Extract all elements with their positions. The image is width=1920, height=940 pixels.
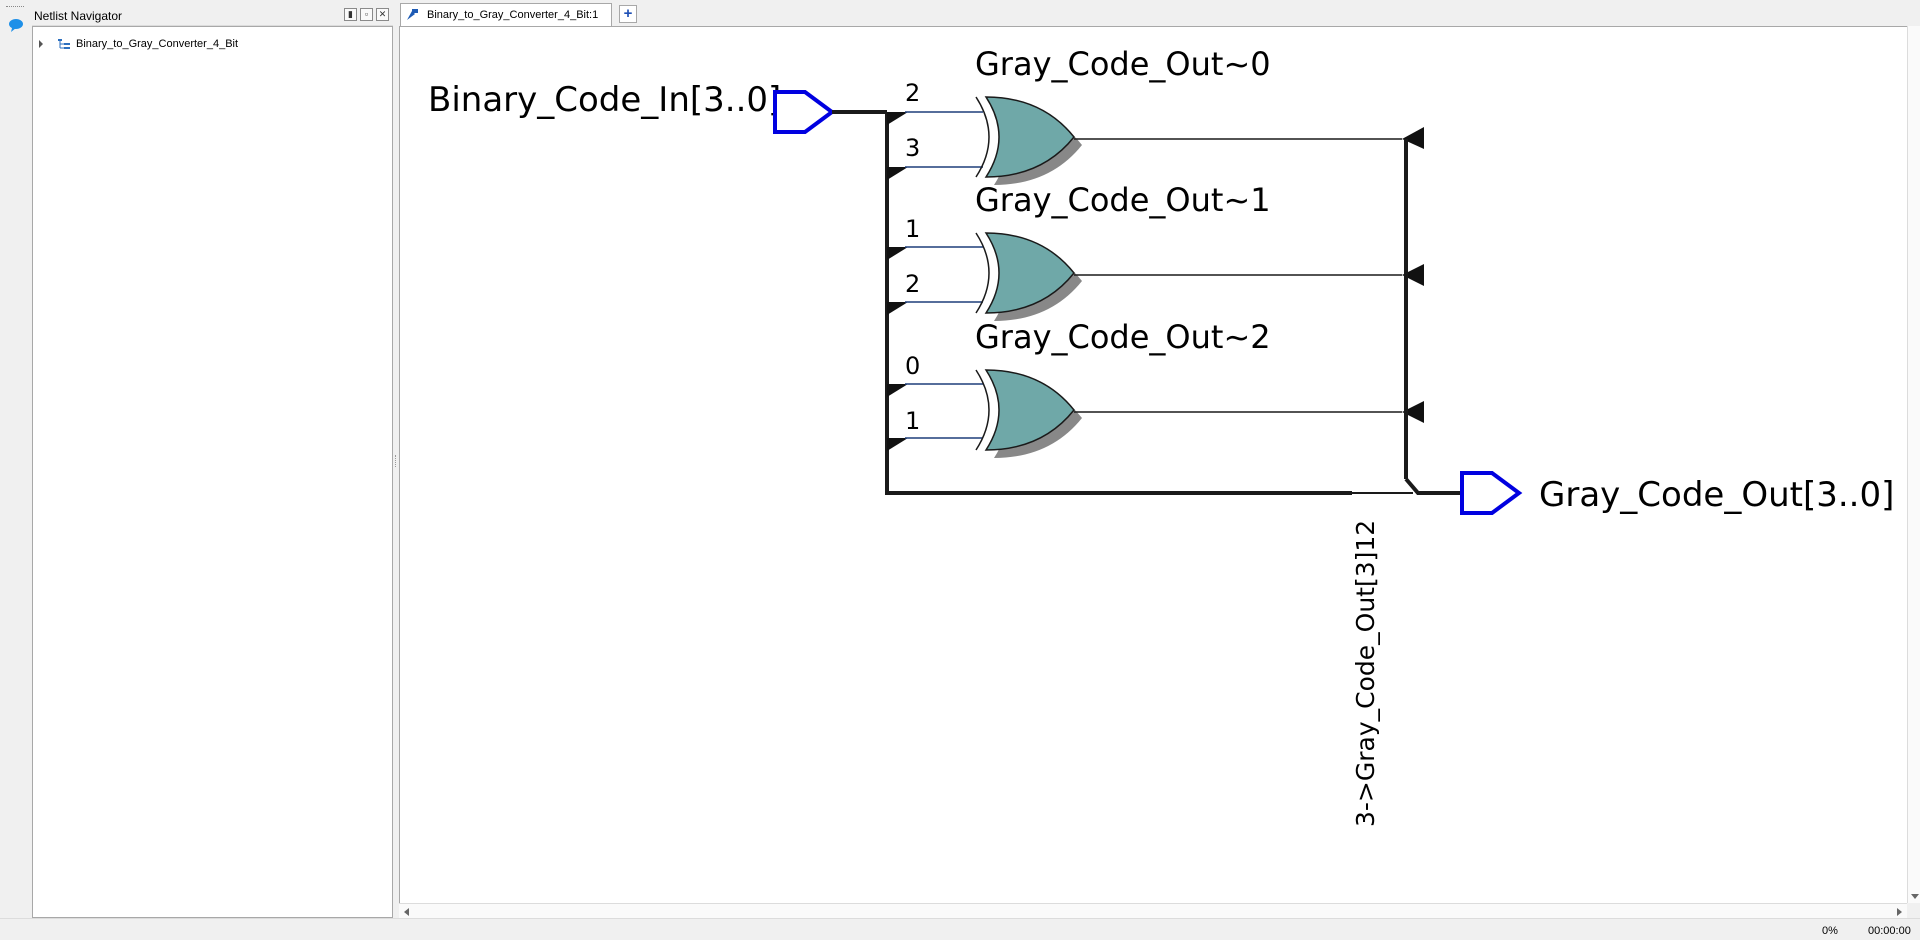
xor-curve xyxy=(975,96,990,178)
chat-bubble-icon[interactable] xyxy=(8,18,24,32)
vertical-scrollbar[interactable] xyxy=(1907,26,1920,903)
status-elapsed-time: 00:00:00 xyxy=(1868,925,1911,937)
pin-number: 3 xyxy=(905,134,920,162)
pin-number: 1 xyxy=(905,215,920,243)
pin-number: 2 xyxy=(905,79,920,107)
gate-label-2: Gray_Code_Out~2 xyxy=(975,318,1271,356)
close-icon[interactable]: ✕ xyxy=(376,8,389,21)
tree-item-label: Binary_to_Gray_Converter_4_Bit xyxy=(76,38,239,50)
ripper-marker xyxy=(887,302,908,315)
gate-body xyxy=(984,369,1075,451)
ripper-marker xyxy=(887,167,908,180)
panel-title: Netlist Navigator xyxy=(34,9,123,23)
float-icon[interactable]: ▫ xyxy=(360,8,373,21)
merge-marker xyxy=(1402,127,1424,149)
panel-header: Netlist Navigator ▮ ▫ ✕ xyxy=(32,4,393,26)
netlist-navigator-panel: Netlist Navigator ▮ ▫ ✕ Binary_to_Gray_C… xyxy=(32,4,393,918)
input-port-label: Binary_Code_In[3..0] xyxy=(428,80,781,120)
input-port-symbol[interactable] xyxy=(773,90,836,134)
scroll-down-arrow-icon[interactable] xyxy=(1911,894,1919,899)
horizontal-scrollbar[interactable] xyxy=(399,903,1907,918)
xor-curve xyxy=(975,369,990,451)
tab-label: Binary_to_Gray_Converter_4_Bit:1 xyxy=(427,9,599,21)
bus-label: 3->Gray_Code_Out[3]12 xyxy=(1351,520,1380,827)
tab-schematic[interactable]: Binary_to_Gray_Converter_4_Bit:1 xyxy=(400,3,612,26)
gate-body xyxy=(984,232,1075,314)
scroll-right-arrow-icon[interactable] xyxy=(1897,908,1902,916)
ripper-marker xyxy=(887,438,908,451)
status-progress: 0% xyxy=(1822,925,1838,937)
xor-gate-0[interactable]: Gray_Code_Out~0 2 3 xyxy=(905,45,1402,185)
bus-rippers xyxy=(887,112,908,451)
pin-number: 2 xyxy=(905,270,920,298)
xor-gate-1[interactable]: Gray_Code_Out~1 1 2 xyxy=(905,181,1402,321)
pin-number: 1 xyxy=(905,407,920,435)
gate-label-1: Gray_Code_Out~1 xyxy=(975,181,1271,219)
rtl-viewer-icon xyxy=(407,9,418,20)
pin-number: 0 xyxy=(905,352,920,380)
add-tab-button[interactable]: + xyxy=(619,5,637,23)
panel-splitter[interactable] xyxy=(393,0,399,918)
schematic-diagram: Binary_Code_In[3..0] Gray_Code_Out~0 2 3 xyxy=(428,45,1894,827)
gate-label-0: Gray_Code_Out~0 xyxy=(975,45,1271,83)
xor-curve xyxy=(975,232,990,314)
merge-marker xyxy=(1402,401,1424,423)
pin-icon[interactable]: ▮ xyxy=(344,8,357,21)
ripper-marker xyxy=(887,384,908,397)
status-bar: 0% 00:00:00 xyxy=(0,918,1920,940)
scroll-left-arrow-icon[interactable] xyxy=(404,908,409,916)
tab-bar: Binary_to_Gray_Converter_4_Bit:1 + xyxy=(399,0,1920,26)
schematic-canvas[interactable]: Binary_Code_In[3..0] Gray_Code_Out~0 2 3 xyxy=(399,26,1907,903)
merge-marker xyxy=(1402,264,1424,286)
output-port-label: Gray_Code_Out[3..0] xyxy=(1539,475,1894,515)
xor-gate-2[interactable]: Gray_Code_Out~2 0 1 xyxy=(905,318,1402,458)
hierarchy-icon xyxy=(58,39,70,49)
ripper-marker xyxy=(887,247,908,260)
splitter-grip xyxy=(395,455,396,467)
left-toolstrip xyxy=(0,0,30,918)
strip-grip xyxy=(6,6,24,8)
output-port-symbol[interactable] xyxy=(1460,471,1523,515)
output-bus xyxy=(1402,127,1462,495)
expand-arrow-icon[interactable] xyxy=(39,40,43,48)
tree-item-root[interactable]: Binary_to_Gray_Converter_4_Bit xyxy=(39,36,238,52)
gate-body xyxy=(984,96,1075,178)
output-bus-to-port xyxy=(1404,477,1462,495)
navigator-tree: Binary_to_Gray_Converter_4_Bit xyxy=(32,26,393,918)
ripper-marker xyxy=(887,112,908,125)
